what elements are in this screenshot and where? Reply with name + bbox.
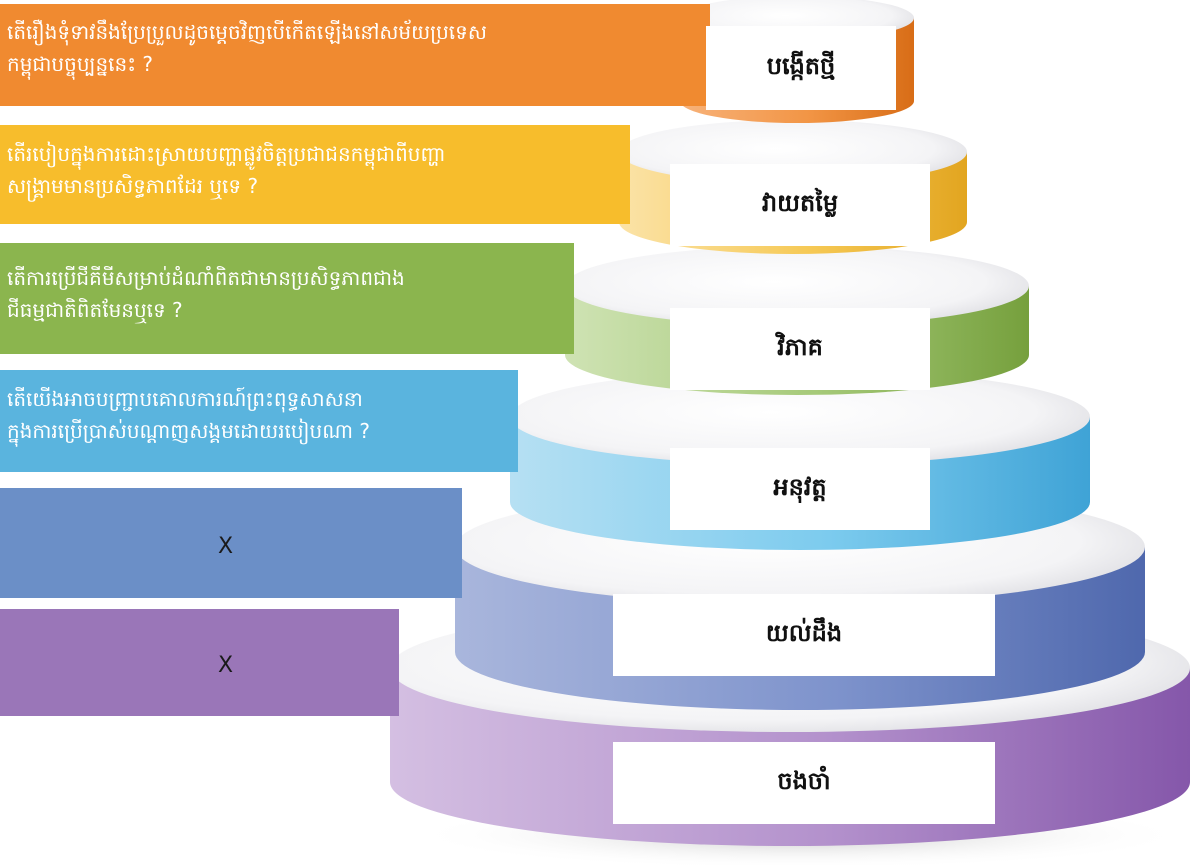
- question-create-line-1: តើរឿងទុំទាវនឹងប្រែប្រួលដូចម្តេចវិញបើកើតឡ…: [7, 20, 487, 44]
- question-banner-understand: [0, 488, 462, 598]
- level-label-create: បង្កើតថ្មី: [706, 26, 896, 110]
- question-apply-line-1: តើយើងអាចបញ្ជ្រាបគោលការណ៍ព្រះពុទ្ធសាសនា: [7, 387, 363, 411]
- question-banner-evaluate: [0, 125, 630, 224]
- question-evaluate-line-2: សង្គ្រាមមានប្រសិទ្ធភាពដែរ ឬទេ ?: [7, 174, 259, 198]
- level-label-analyze: វិភាគ: [670, 308, 930, 390]
- question-analyze: តើការប្រើជីគីមីសម្រាប់ដំណាំពិតជាមានប្រសិ…: [7, 262, 405, 326]
- question-create: តើរឿងទុំទាវនឹងប្រែប្រួលដូចម្តេចវិញបើកើតឡ…: [7, 16, 487, 80]
- question-remember: X: [218, 653, 234, 678]
- question-analyze-line-1: តើការប្រើជីគីមីសម្រាប់ដំណាំពិតជាមានប្រសិ…: [7, 266, 405, 290]
- question-evaluate-line-1: តើរបៀបក្នុងការដោះស្រាយបញ្ហាផ្លូវចិត្តប្រ…: [7, 142, 446, 166]
- question-evaluate: តើរបៀបក្នុងការដោះស្រាយបញ្ហាផ្លូវចិត្តប្រ…: [7, 138, 445, 202]
- level-label-apply: អនុវត្ត: [670, 448, 930, 530]
- level-label-remember: ចងចាំ: [613, 742, 995, 824]
- level-label-understand: យល់ដឹង: [613, 594, 995, 676]
- question-create-line-2: កម្ពុជាបច្ចុប្បន្ននេះ ?: [7, 52, 153, 76]
- question-understand: X: [218, 534, 234, 559]
- question-apply-line-2: ក្នុងការប្រើប្រាស់បណ្តាញសង្គមដោយរបៀបណា ?: [7, 419, 370, 443]
- level-label-evaluate: វាយតម្លៃ: [670, 164, 930, 246]
- question-banner-analyze: [0, 243, 574, 354]
- question-analyze-line-2: ជីធម្មជាតិពិតមែនឬទេ ?: [7, 298, 183, 322]
- question-apply: តើយើងអាចបញ្ជ្រាបគោលការណ៍ព្រះពុទ្ធសាសនា ក…: [7, 383, 370, 447]
- question-banner-apply: [0, 370, 518, 472]
- question-banner-create: [0, 4, 710, 106]
- question-banner-remember: [0, 609, 399, 716]
